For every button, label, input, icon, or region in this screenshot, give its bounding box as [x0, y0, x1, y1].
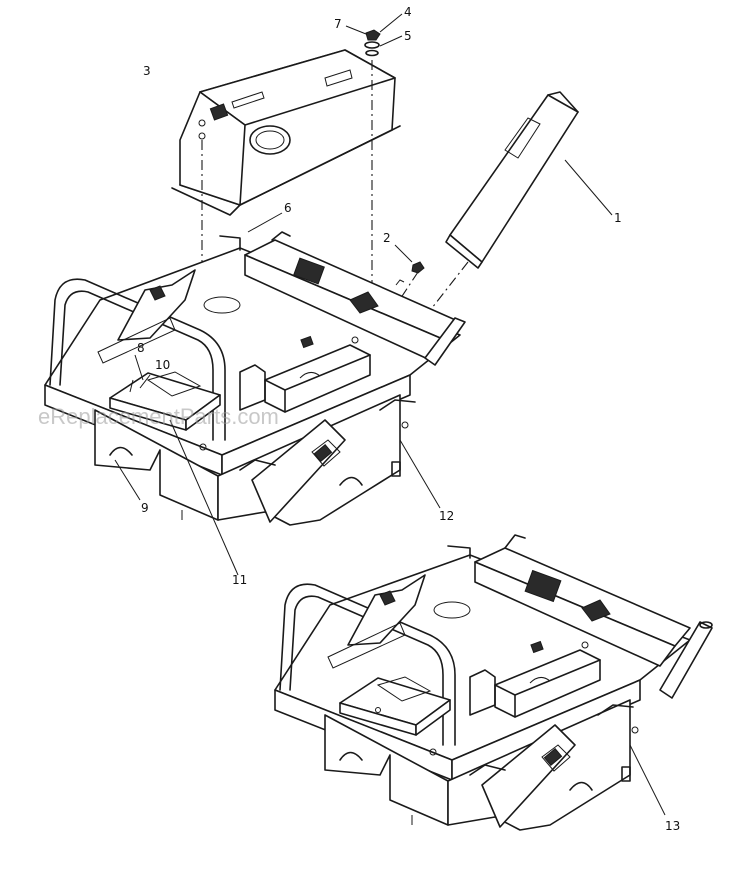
callout-2: 2: [383, 231, 391, 245]
callout-labels: 1 2 3 4 5 6 7 8 9 10 11 12 13: [137, 5, 680, 833]
callout-8: 8: [137, 341, 145, 355]
chute-part-1: [445, 91, 613, 269]
callout-5: 5: [404, 29, 412, 43]
nut-washer-parts-4-5-7: [345, 13, 403, 57]
leader-part-6: [247, 212, 283, 233]
deck-assembly-top: [44, 231, 466, 576]
callout-4: 4: [404, 5, 412, 19]
watermark-text: eReplacementParts.com: [38, 404, 279, 429]
callout-12: 12: [439, 509, 454, 523]
callout-13: 13: [665, 819, 680, 833]
callout-11: 11: [232, 573, 247, 587]
callout-3: 3: [143, 64, 151, 78]
callout-6: 6: [284, 201, 292, 215]
bolt-part-2: [394, 244, 425, 286]
callout-9: 9: [141, 501, 149, 515]
deck-assembly-bottom: [274, 534, 713, 831]
control-cover-part-3: [171, 49, 401, 216]
callout-7: 7: [334, 17, 342, 31]
callout-1: 1: [614, 211, 622, 225]
callout-10: 10: [155, 358, 170, 372]
